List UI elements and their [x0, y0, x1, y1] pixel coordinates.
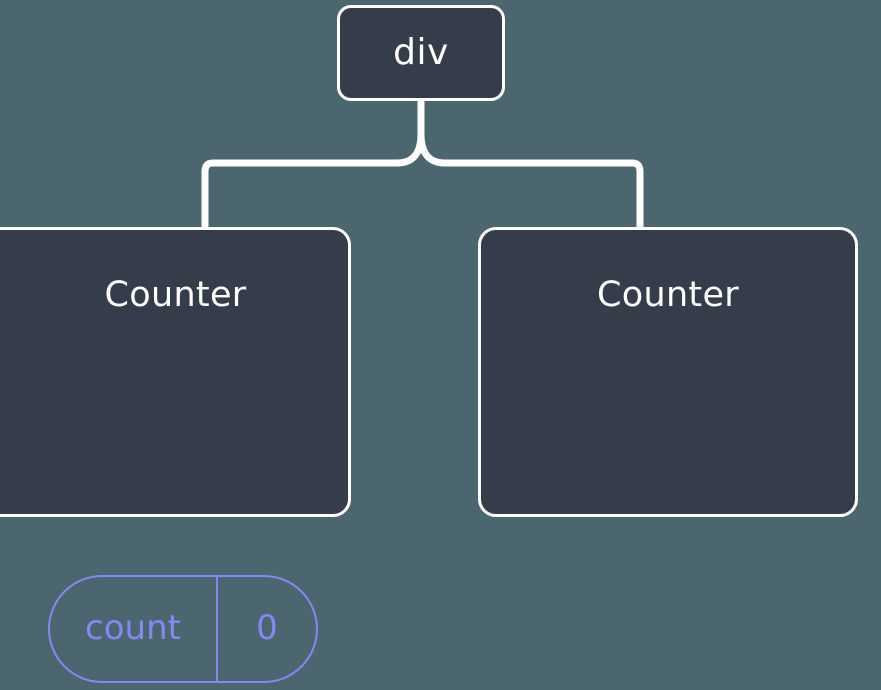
node-root-label: div [393, 32, 449, 73]
state-value-left: 0 [256, 608, 278, 648]
node-counter-left[interactable]: Counter count 0 [0, 227, 351, 683]
state-key-left: count [50, 577, 218, 681]
counter-right-title: Counter [597, 275, 739, 315]
counter-left-title: Counter [104, 275, 247, 315]
connector-branch-right [417, 130, 644, 231]
diagram-canvas: div Counter count 0 Counter count 1 [0, 5, 858, 683]
state-pill-left[interactable]: count 0 [48, 575, 318, 683]
connector-branch-left [201, 130, 425, 231]
node-root-div[interactable]: div [337, 5, 505, 101]
node-counter-right[interactable]: Counter count 1 [478, 227, 858, 517]
